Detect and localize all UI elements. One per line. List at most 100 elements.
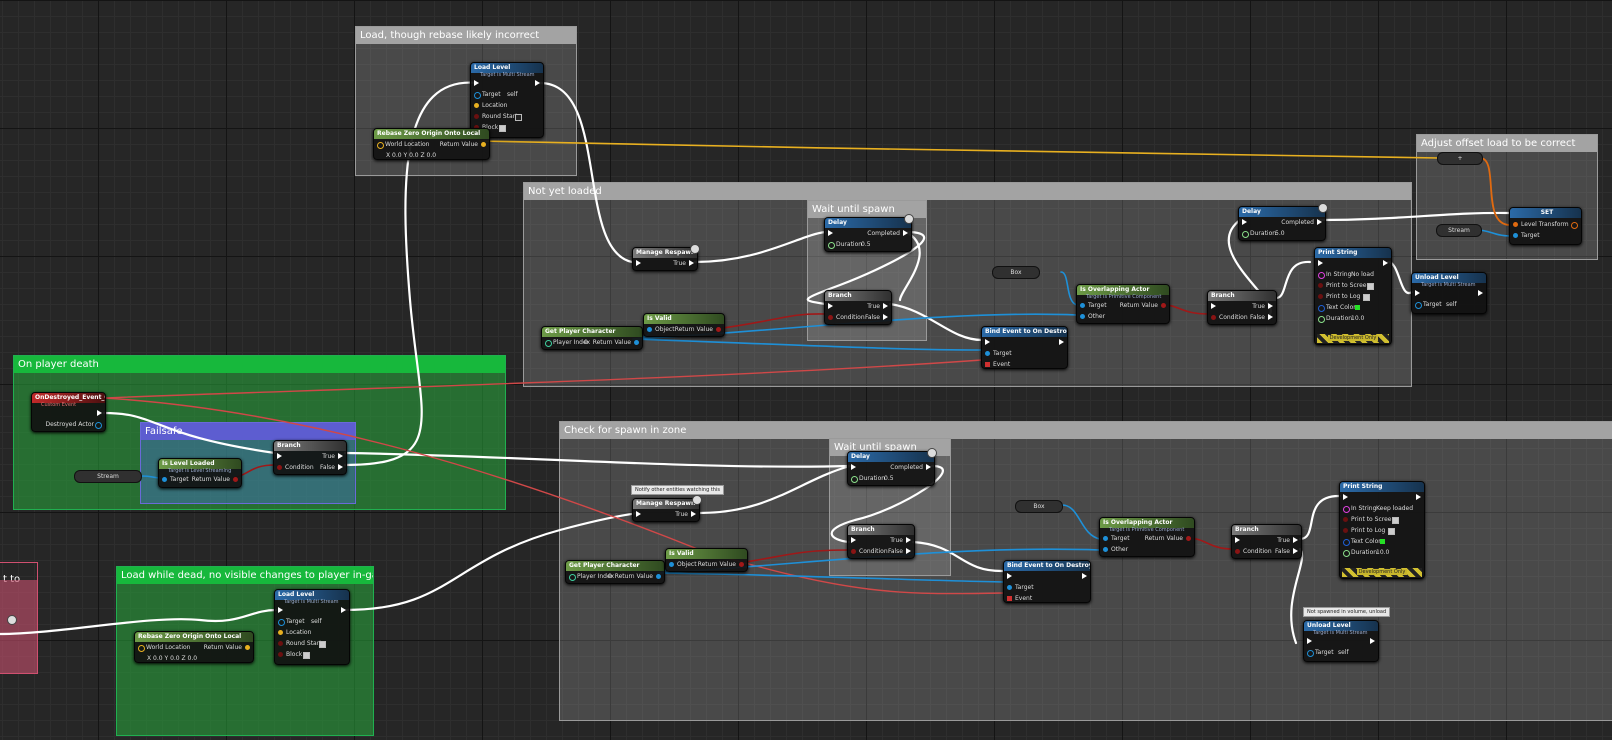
exec-out-pin[interactable] <box>535 80 540 86</box>
exec-in-pin[interactable] <box>1318 260 1323 266</box>
exec-in-pin[interactable] <box>851 537 856 543</box>
target-pin[interactable] <box>162 477 167 482</box>
return-value-pin[interactable] <box>233 477 238 482</box>
z-field[interactable]: 0.0 <box>187 655 198 662</box>
false-pin[interactable] <box>1268 314 1273 320</box>
exec-out-pin[interactable] <box>1059 339 1064 345</box>
is-overlapping-node-2[interactable]: Is Overlapping Actor Target is Primitive… <box>1099 517 1195 557</box>
exec-out-pin[interactable] <box>1383 260 1388 266</box>
duration-pin[interactable] <box>851 476 858 483</box>
block-checkbox[interactable] <box>499 125 506 132</box>
location-pin[interactable] <box>278 630 283 635</box>
return-value-pin[interactable] <box>481 142 486 147</box>
y-field[interactable]: 0.0 <box>409 152 419 159</box>
duration-pin[interactable] <box>1242 231 1249 238</box>
target-pin[interactable] <box>1080 303 1085 308</box>
condition-pin[interactable] <box>828 315 833 320</box>
return-value-pin[interactable] <box>716 327 721 332</box>
world-location-pin[interactable] <box>138 645 145 652</box>
target-pin[interactable] <box>474 92 481 99</box>
in-string-pin[interactable] <box>1343 506 1350 513</box>
print-to-screen-pin[interactable] <box>1343 517 1348 522</box>
target-pin[interactable] <box>278 619 285 626</box>
target-pin[interactable] <box>985 351 990 356</box>
return-value-pin[interactable] <box>245 645 250 650</box>
print-to-log-checkbox[interactable] <box>1363 294 1370 301</box>
block-checkbox[interactable] <box>303 652 310 659</box>
true-pin[interactable] <box>1268 303 1273 309</box>
print-to-screen-pin[interactable] <box>1318 283 1323 288</box>
object-pin[interactable] <box>669 562 674 567</box>
player-index-field[interactable]: 0 <box>584 339 588 346</box>
unload-level-node-2[interactable]: Unload Level Target is Multi Stream Targ… <box>1303 620 1379 662</box>
exec-in-pin[interactable] <box>474 80 479 86</box>
exec-in-pin[interactable] <box>828 303 833 309</box>
player-index-field[interactable]: 0 <box>608 573 612 580</box>
block-pin[interactable] <box>474 125 479 130</box>
duration-pin[interactable] <box>1343 550 1350 557</box>
condition-pin[interactable] <box>1211 315 1216 320</box>
exec-in-pin[interactable] <box>1235 537 1240 543</box>
level-transform-pin[interactable] <box>1513 222 1518 227</box>
return-value-pin[interactable] <box>634 340 639 345</box>
exec-in-pin[interactable] <box>851 464 856 470</box>
in-string-field[interactable]: No load <box>1351 271 1374 278</box>
round-start-checkbox[interactable] <box>319 641 326 648</box>
target-pin[interactable] <box>1415 302 1422 309</box>
event-pin[interactable] <box>985 362 990 367</box>
x-field[interactable]: 0.0 <box>153 655 163 662</box>
return-value-pin[interactable] <box>1186 536 1191 541</box>
z-field[interactable]: 0.0 <box>426 152 437 159</box>
player-index-pin[interactable] <box>545 340 552 347</box>
level-transform-out-pin[interactable] <box>1571 222 1578 229</box>
true-pin[interactable] <box>906 537 911 543</box>
bind-event-node-2[interactable]: Bind Event to On Destroyed Target Event <box>1003 560 1091 603</box>
print-to-screen-checkbox[interactable] <box>1367 283 1374 290</box>
print-to-log-checkbox[interactable] <box>1388 528 1395 535</box>
set-node[interactable]: SET Level Transform Target <box>1509 207 1582 245</box>
box-variable-2[interactable]: Box <box>1015 500 1063 513</box>
exec-in-pin[interactable] <box>1007 573 1012 579</box>
exec-out-pin[interactable] <box>97 410 102 416</box>
return-value-pin[interactable] <box>656 574 661 579</box>
true-pin[interactable] <box>1293 537 1298 543</box>
true-pin[interactable] <box>883 303 888 309</box>
comment-edge-left[interactable]: t to <box>0 562 38 674</box>
text-color-pin[interactable] <box>1343 539 1350 546</box>
exec-out-pin[interactable] <box>1370 638 1375 644</box>
condition-pin[interactable] <box>851 549 856 554</box>
false-pin[interactable] <box>338 464 343 470</box>
false-pin[interactable] <box>906 548 911 554</box>
location-pin[interactable] <box>474 103 479 108</box>
return-value-pin[interactable] <box>739 562 744 567</box>
exec-out-pin[interactable] <box>903 230 908 236</box>
duration-field[interactable]: 0.5 <box>861 241 871 248</box>
duration-field[interactable]: 5.0 <box>1275 230 1285 237</box>
false-pin[interactable] <box>883 314 888 320</box>
is-overlapping-node-1[interactable]: Is Overlapping Actor Target is Primitive… <box>1076 284 1170 324</box>
x-field[interactable]: 0.0 <box>392 152 402 159</box>
target-pin[interactable] <box>1007 585 1012 590</box>
stream-variable-2[interactable]: Stream <box>74 470 142 483</box>
stream-variable-1[interactable]: Stream <box>1436 224 1482 237</box>
exec-in-pin[interactable] <box>636 511 641 517</box>
print-to-log-pin[interactable] <box>1318 294 1323 299</box>
exec-out-pin[interactable] <box>689 260 694 266</box>
text-color-swatch[interactable] <box>1355 305 1360 310</box>
plus-node[interactable]: + <box>1437 152 1483 165</box>
y-field[interactable]: 0.0 <box>170 655 180 662</box>
duration-pin[interactable] <box>828 242 835 249</box>
exec-in-pin[interactable] <box>828 230 833 236</box>
duration-field[interactable]: 10.0 <box>1351 315 1365 322</box>
is-level-loaded-node[interactable]: Is Level Loaded Target is Level Streamin… <box>158 458 242 488</box>
block-pin[interactable] <box>278 652 283 657</box>
